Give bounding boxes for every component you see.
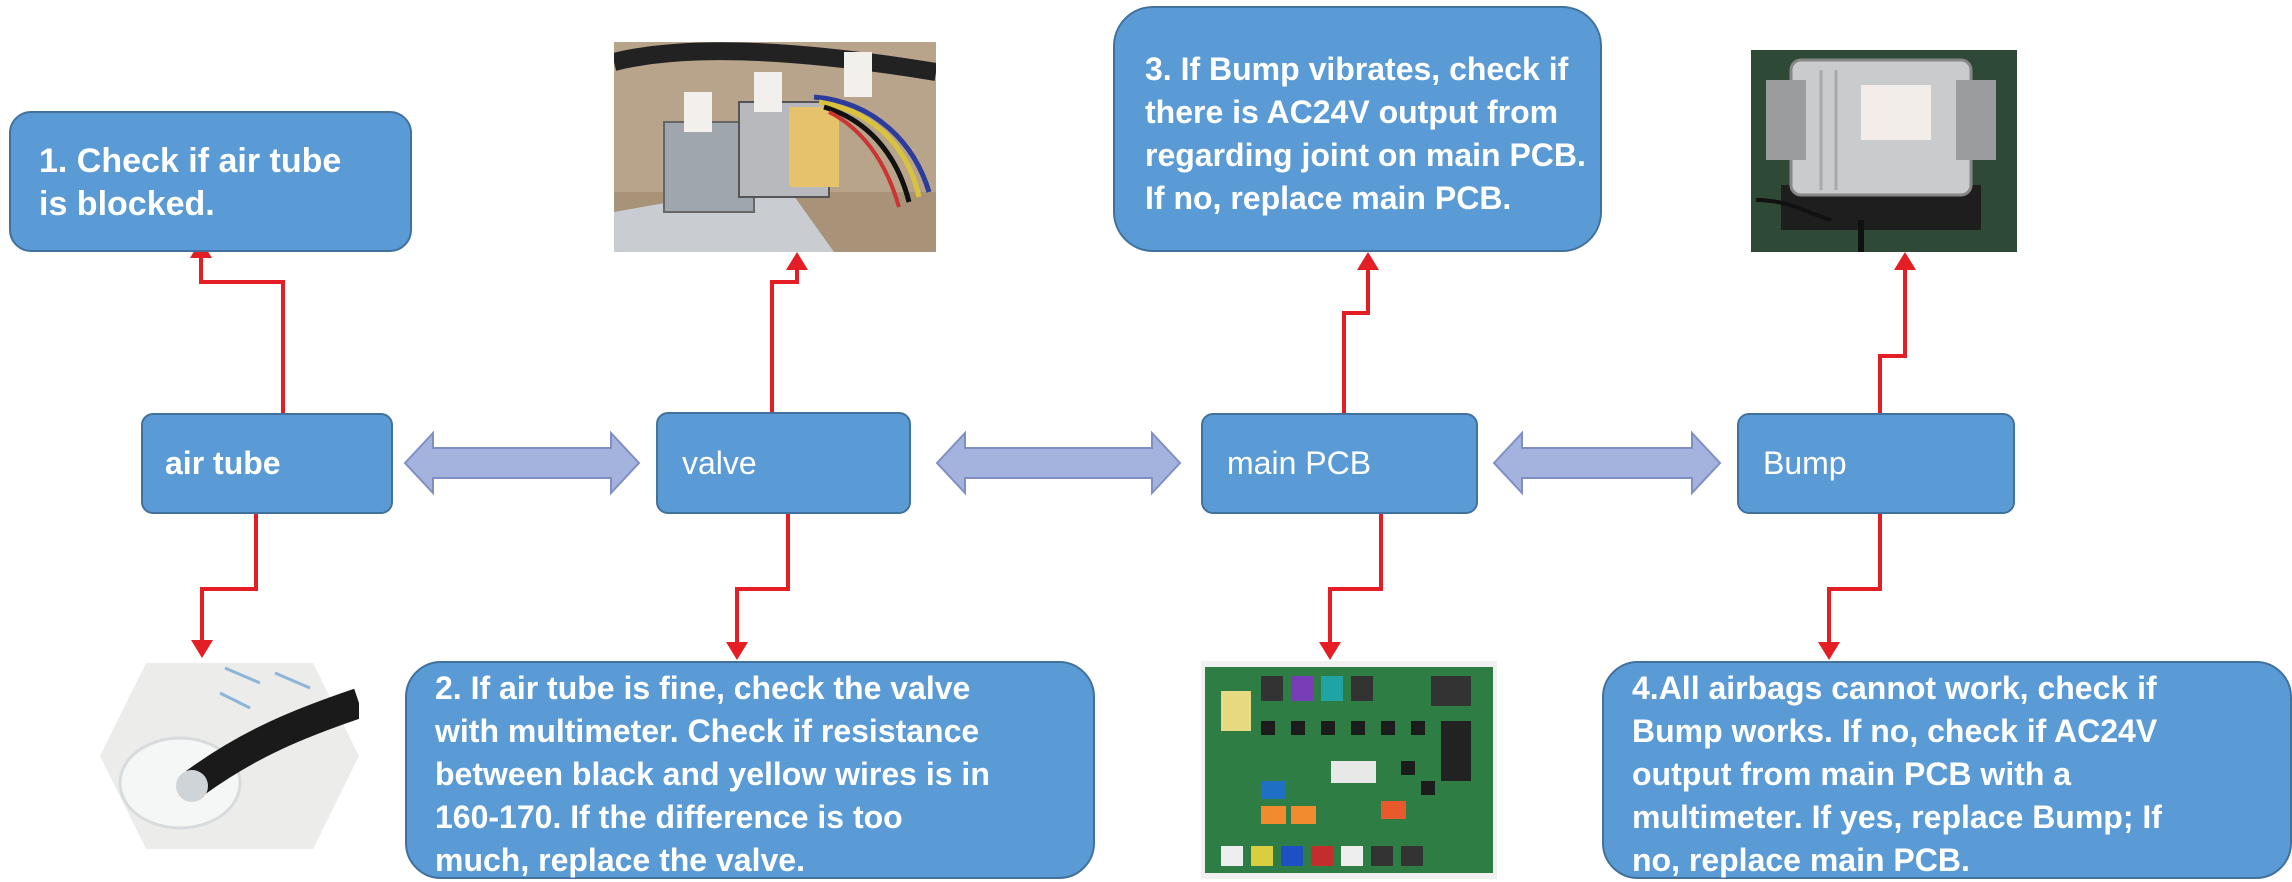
arrow-bump-to-note4 xyxy=(1827,514,1882,642)
node-bump: Bump xyxy=(1737,413,2015,514)
note3-line: If no, replace main PCB. xyxy=(1145,180,1512,216)
node-main-pcb-label: main PCB xyxy=(1227,445,1372,481)
node-air-tube: air tube xyxy=(141,413,393,514)
double-arrow-air-tube-valve xyxy=(403,430,641,496)
note1-line: 1. Check if air tube xyxy=(39,142,342,180)
note-check-air-tube: 1. Check if air tube is blocked. xyxy=(9,111,412,252)
note2-line: with multimeter. Check if resistance xyxy=(435,713,980,749)
note2-line: 2. If air tube is fine, check the valve xyxy=(435,670,971,706)
note3-line: 3. If Bump vibrates, check if xyxy=(1145,51,1569,87)
note-all-airbags: 4.All airbags cannot work, check if Bump… xyxy=(1602,661,2292,879)
note2-line: between black and yellow wires is in xyxy=(435,756,990,792)
node-valve-label: valve xyxy=(682,444,757,481)
arrow-bump-to-photo xyxy=(1878,270,1907,413)
arrow-valve-to-photo xyxy=(770,270,799,413)
double-arrow-valve-pcb xyxy=(935,430,1182,496)
pcb-photo xyxy=(1201,661,1497,879)
node-air-tube-label: air tube xyxy=(165,445,281,481)
node-valve: valve xyxy=(656,412,911,514)
note1-line: is blocked. xyxy=(39,185,215,223)
note4-line: no, replace main PCB. xyxy=(1632,842,1970,878)
note-check-bump-output: 3. If Bump vibrates, check if there is A… xyxy=(1113,6,1602,252)
arrow-valve-to-note2 xyxy=(735,514,790,642)
valve-photo xyxy=(614,42,936,252)
arrow-pcb-to-note3 xyxy=(1342,270,1370,413)
note2-line: 160-170. If the difference is too xyxy=(435,799,903,835)
note2-line: much, replace the valve. xyxy=(435,842,805,878)
node-main-pcb: main PCB xyxy=(1201,413,1478,514)
note4-line: output from main PCB with a xyxy=(1632,756,2072,792)
note3-line: there is AC24V output from xyxy=(1145,94,1559,130)
note-check-valve: 2. If air tube is fine, check the valve … xyxy=(405,661,1095,879)
note4-line: multimeter. If yes, replace Bump; If xyxy=(1632,799,2162,835)
air-tube-photo xyxy=(100,663,359,849)
node-bump-label: Bump xyxy=(1763,445,1847,481)
bump-photo xyxy=(1751,50,2017,252)
note4-line: 4.All airbags cannot work, check if xyxy=(1632,670,2157,706)
arrow-pcb-to-photo xyxy=(1328,514,1383,642)
double-arrow-pcb-bump xyxy=(1492,430,1722,496)
note4-line: Bump works. If no, check if AC24V xyxy=(1632,713,2158,749)
arrow-air-tube-to-note1 xyxy=(199,257,285,413)
arrow-air-tube-to-photo xyxy=(200,514,258,640)
note3-line: regarding joint on main PCB. xyxy=(1145,137,1586,173)
